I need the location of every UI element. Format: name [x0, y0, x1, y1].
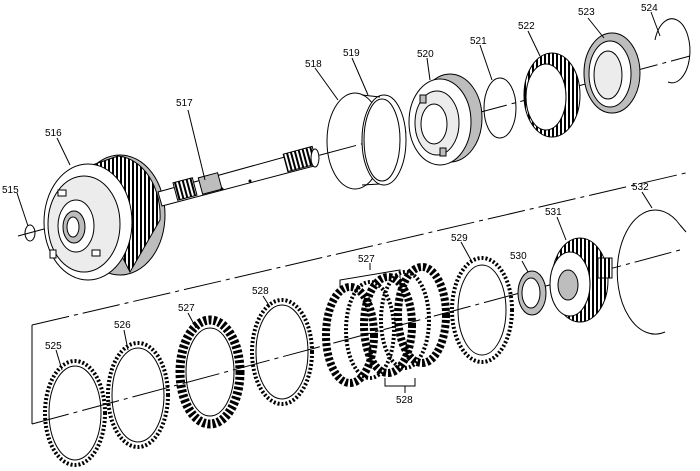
lower-centerline	[31, 171, 691, 425]
part-516-clutch-drum	[43, 154, 166, 281]
callout-520: 520	[417, 49, 434, 60]
callout-527-pack: 527	[358, 254, 375, 265]
clutch-pack	[322, 263, 450, 387]
callout-labels: 515 516 517 518 519 520 521 522 523 524 …	[2, 3, 658, 406]
callout-523: 523	[578, 7, 595, 18]
part-526-plate	[106, 341, 170, 449]
part-515-snap-ring	[24, 224, 36, 242]
part-530-bearing	[517, 270, 547, 316]
callout-532: 532	[632, 182, 649, 193]
part-527-friction-plate	[175, 315, 245, 429]
part-532-snap-ring	[616, 209, 687, 335]
callout-526: 526	[114, 320, 131, 331]
callout-515: 515	[2, 185, 19, 196]
callout-530: 530	[510, 251, 527, 262]
callout-529: 529	[451, 233, 468, 244]
part-522-spring-assembly	[523, 52, 581, 138]
leader-lines	[16, 11, 661, 393]
part-524-snap-ring	[654, 18, 691, 84]
callout-518: 518	[305, 59, 322, 70]
callout-516: 516	[45, 128, 62, 139]
callout-525: 525	[45, 341, 62, 352]
part-521-seal-ring	[483, 77, 517, 139]
part-528-plate	[250, 298, 314, 406]
callout-521: 521	[470, 36, 487, 47]
part-525-plate	[43, 359, 107, 467]
part-517-input-shaft	[157, 145, 320, 207]
callout-528-pack: 528	[396, 395, 413, 406]
callout-517: 517	[176, 98, 193, 109]
callout-528-single: 528	[252, 286, 269, 297]
callout-527-single: 527	[178, 303, 195, 314]
callout-531: 531	[545, 207, 562, 218]
part-519-ring	[361, 94, 407, 186]
callout-522: 522	[518, 21, 535, 32]
callout-519: 519	[343, 48, 360, 59]
part-523-retainer	[583, 32, 641, 114]
callout-524: 524	[641, 3, 658, 14]
part-531-clutch-hub	[549, 237, 613, 323]
part-529-pressure-plate	[450, 256, 514, 364]
part-520-piston	[408, 73, 483, 166]
